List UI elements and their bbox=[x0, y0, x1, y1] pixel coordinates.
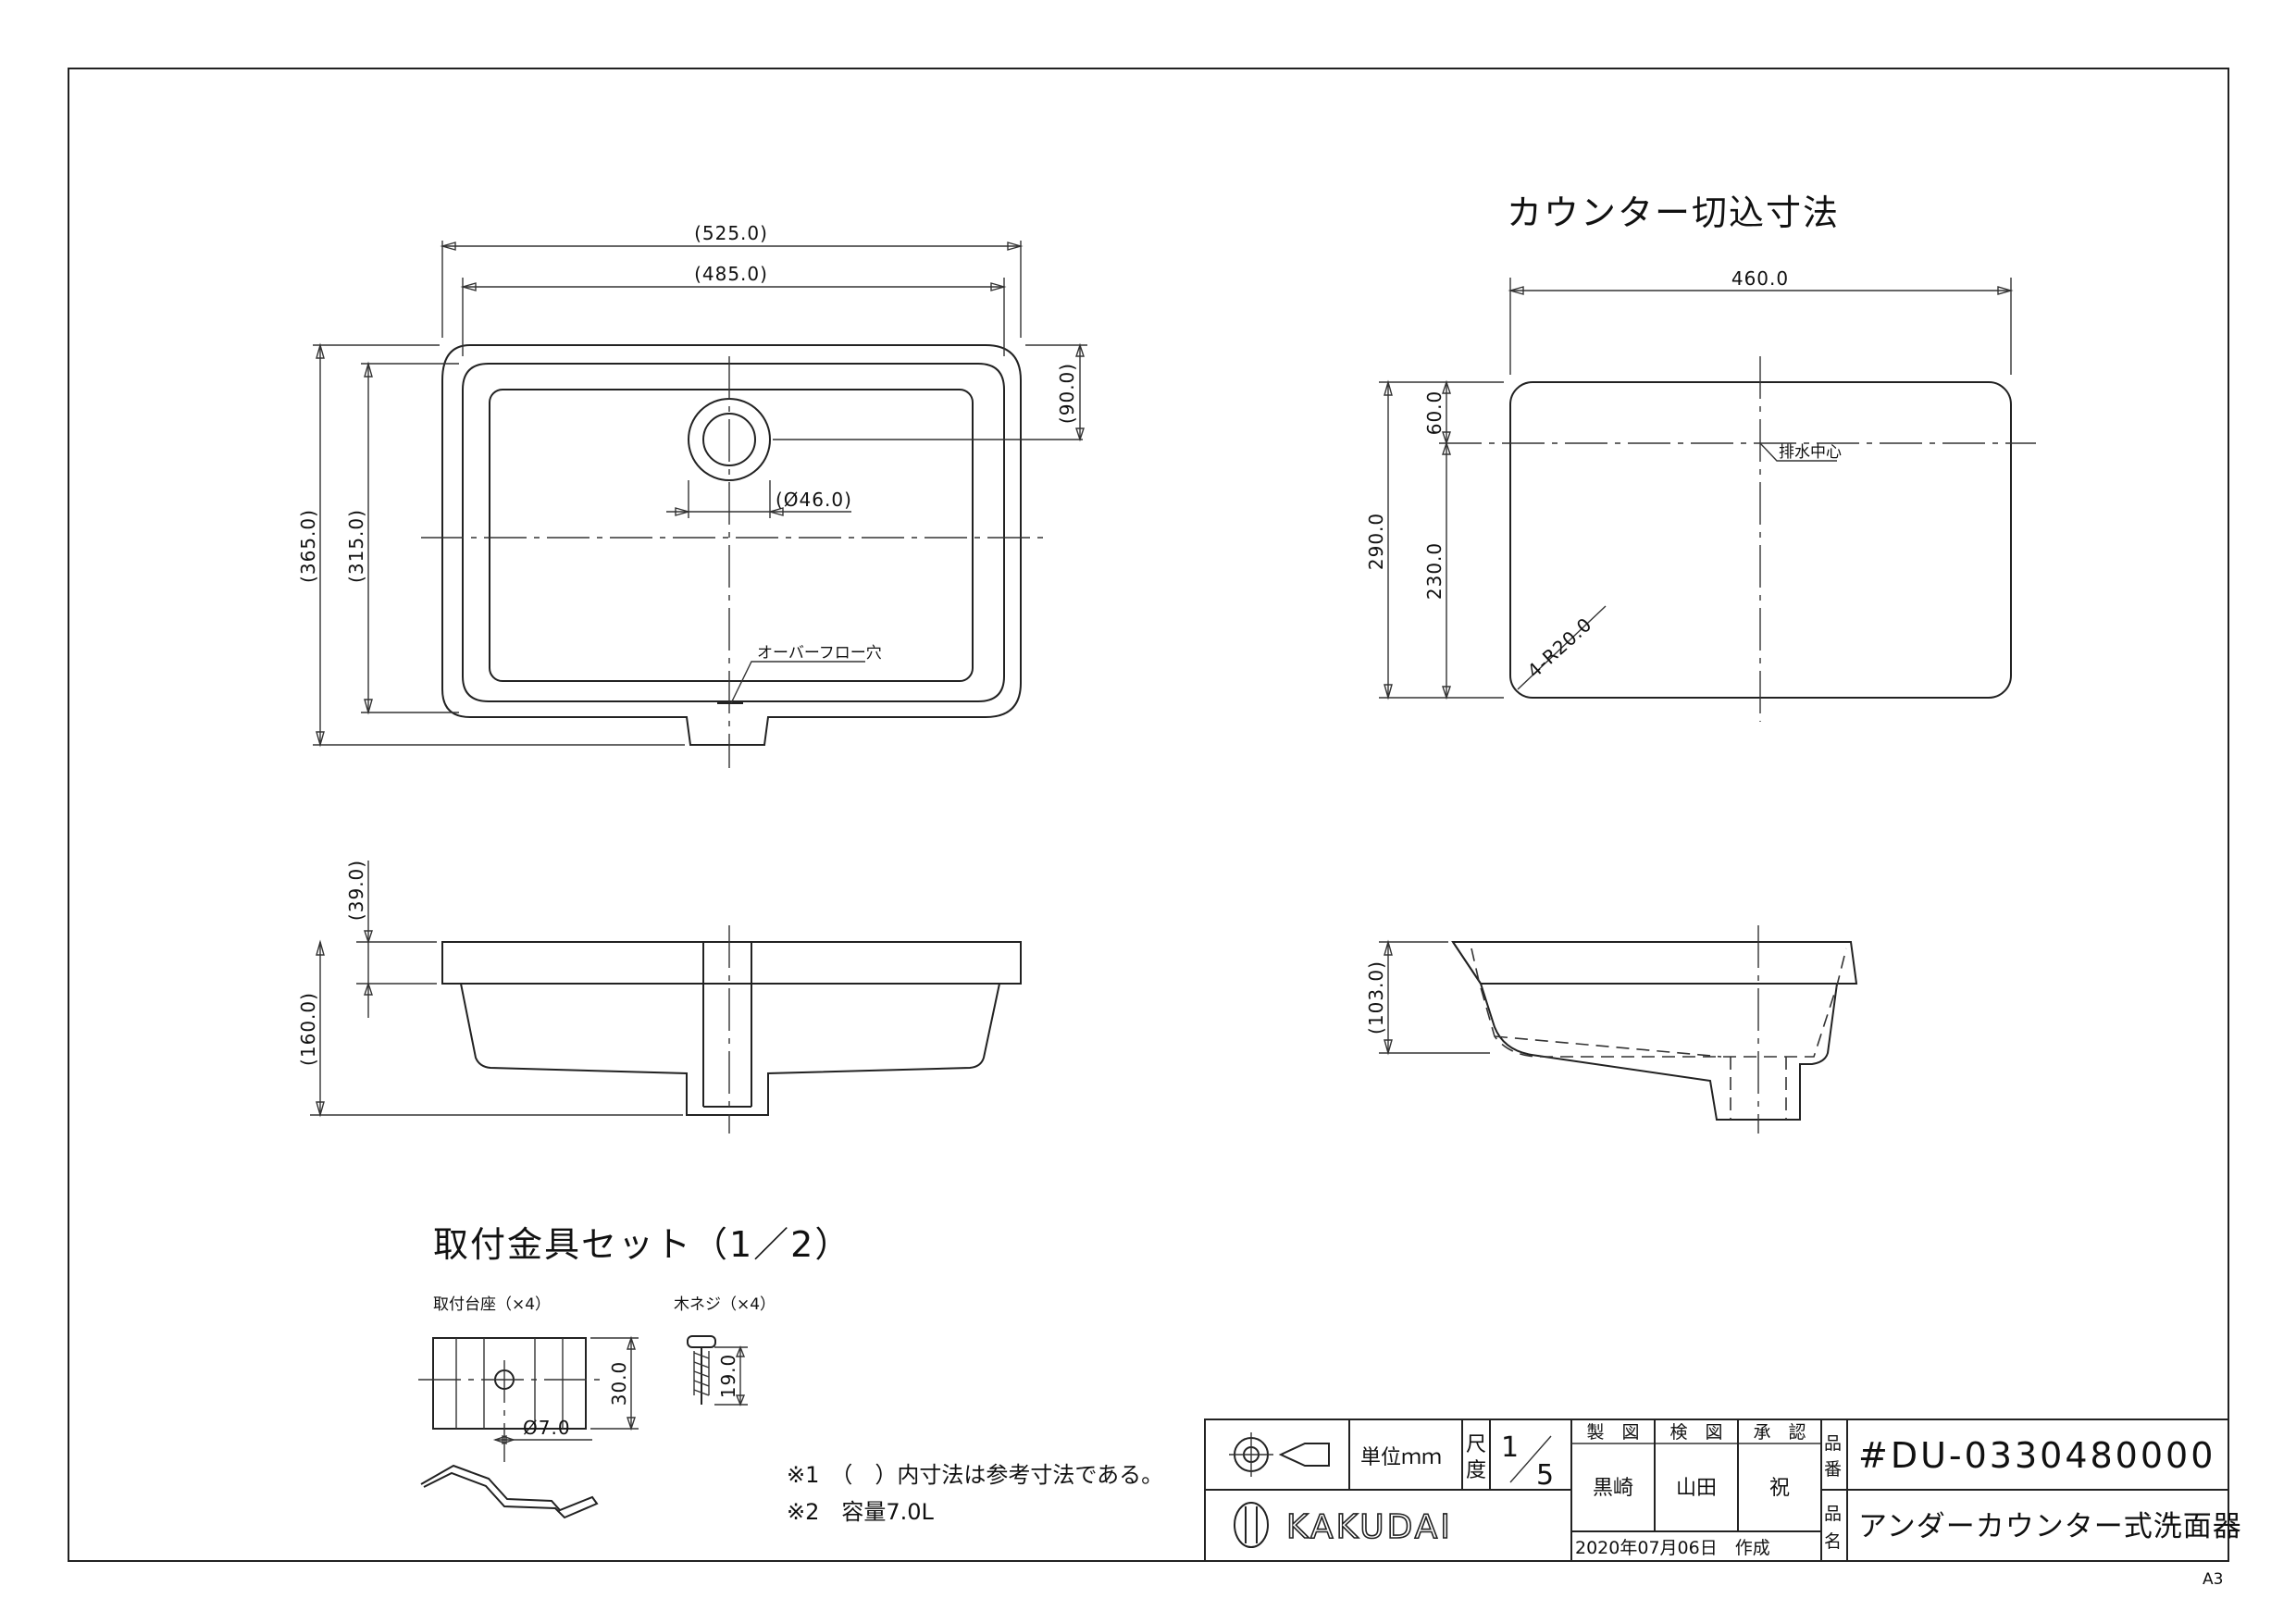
dim-drain-diameter: (Ø46.0) bbox=[776, 489, 852, 511]
basin-inner-edge bbox=[462, 363, 1005, 702]
drain-center-label: 排水中心 bbox=[1779, 443, 1842, 462]
dim-drain-offset: (90.0) bbox=[1056, 363, 1078, 424]
cutout-dim-bottom: 230.0 bbox=[1423, 542, 1446, 600]
scale-label-1: 尺 bbox=[1466, 1433, 1486, 1456]
top-view: オーバーフロー穴 (525.0) (485.0) (365.0) (315.0)… bbox=[297, 222, 1087, 768]
drawn-label: 製 図 bbox=[1586, 1422, 1639, 1443]
unit-label: 単位ｍｍ bbox=[1360, 1446, 1442, 1469]
cutout-title: カウンター切込寸法 bbox=[1507, 192, 1840, 233]
wood-screw-icon bbox=[687, 1335, 716, 1405]
checked-by: 山田 bbox=[1676, 1477, 1717, 1500]
scale-denominator: 5 bbox=[1536, 1459, 1554, 1492]
kakudai-logo-icon bbox=[1234, 1502, 1269, 1548]
scale-label-2: 度 bbox=[1466, 1459, 1486, 1482]
front-dim-height: (160.0) bbox=[297, 992, 319, 1066]
dim-inner-depth: (315.0) bbox=[345, 509, 367, 583]
projection-symbol-icon bbox=[1229, 1432, 1330, 1477]
drawn-by: 黒崎 bbox=[1593, 1477, 1633, 1500]
brand-name: KAKUDAI bbox=[1286, 1508, 1453, 1546]
cutout-dim-top: 60.0 bbox=[1423, 390, 1446, 436]
part-name-label-1: 品 bbox=[1824, 1504, 1842, 1524]
overflow-label: オーバーフロー穴 bbox=[757, 644, 882, 663]
title-block: 単位ｍｍ 尺 度 1 5 製 図 検 図 承 認 黒崎 山田 祝 2020年07… bbox=[1204, 1419, 2242, 1562]
part-name-label-2: 名 bbox=[1824, 1531, 1842, 1552]
front-view: (39.0) (160.0) bbox=[297, 860, 1022, 1134]
fittings-dim-screw: 19.0 bbox=[717, 1354, 739, 1399]
basin-outer-outline bbox=[441, 344, 1022, 746]
fittings-base-label: 取付台座（×4） bbox=[433, 1295, 551, 1314]
part-name: アンダーカウンター式洗面器 bbox=[1858, 1510, 2242, 1543]
cutout-dim-width: 460.0 bbox=[1731, 267, 1789, 290]
date-text: 2020年07月06日 作成 bbox=[1575, 1538, 1770, 1558]
dim-inner-width: (485.0) bbox=[694, 263, 768, 285]
part-number: #DU-0330480000 bbox=[1858, 1435, 2215, 1476]
side-view: (103.0) bbox=[1365, 925, 1858, 1134]
cutout-view: カウンター切込寸法 460.0 290.0 60.0 230.0 排水中心 4-… bbox=[1365, 192, 2036, 722]
note-1: ※1 （ ）内寸法は参考寸法である。 bbox=[787, 1462, 1163, 1488]
part-no-label-2: 番 bbox=[1824, 1459, 1842, 1480]
fittings-screw-label: 木ネジ（×4） bbox=[674, 1295, 776, 1314]
sheet-border bbox=[68, 68, 2229, 1562]
part-no-label-1: 品 bbox=[1824, 1433, 1842, 1454]
dim-overall-width: (525.0) bbox=[694, 222, 768, 244]
drain-inner bbox=[702, 413, 756, 466]
checked-label: 検 図 bbox=[1669, 1422, 1722, 1443]
sheet-size-label: A3 bbox=[2203, 1570, 2223, 1589]
approved-by: 祝 bbox=[1769, 1477, 1790, 1500]
fittings-section: 取付金具セット（1／2） 取付台座（×4） 木ネジ（×4） 30.0 Ø7.0 bbox=[418, 1224, 1163, 1525]
side-outline bbox=[1451, 941, 1858, 1121]
approved-label: 承 認 bbox=[1753, 1422, 1806, 1443]
cutout-dim-depth: 290.0 bbox=[1365, 513, 1387, 570]
fittings-dim-base-height: 30.0 bbox=[608, 1361, 630, 1406]
scale-numerator: 1 bbox=[1501, 1431, 1519, 1464]
mount-base bbox=[432, 1337, 587, 1430]
front-outline bbox=[441, 941, 1022, 1116]
cutout-dim-radius: 4-R20.0 bbox=[1523, 613, 1597, 682]
bracket-sketch bbox=[420, 1464, 599, 1519]
side-dim-height: (103.0) bbox=[1365, 960, 1387, 1035]
fittings-dim-hole: Ø7.0 bbox=[523, 1417, 571, 1439]
dim-overall-depth: (365.0) bbox=[297, 509, 319, 583]
front-dim-rim: (39.0) bbox=[345, 860, 367, 921]
note-2: ※2 容量7.0L bbox=[787, 1499, 935, 1525]
basin-bowl-bottom bbox=[489, 389, 974, 682]
fittings-title: 取付金具セット（1／2） bbox=[433, 1224, 851, 1265]
